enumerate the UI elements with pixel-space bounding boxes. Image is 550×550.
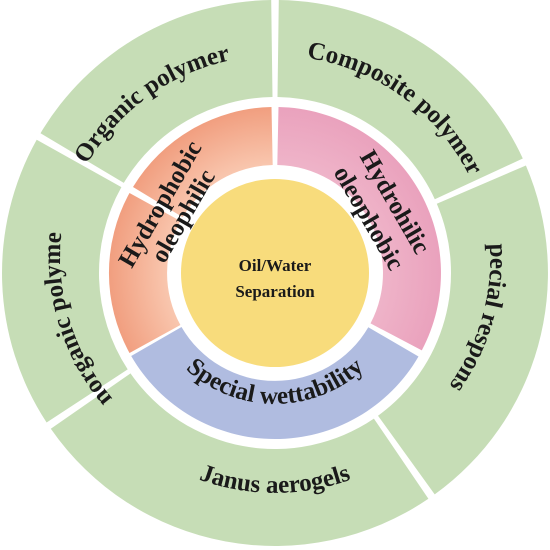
- center-label-line2: Separation: [235, 282, 315, 301]
- center-label-line1: Oil/Water: [239, 256, 312, 275]
- inner-segment-hydrophobic-lower: [108, 193, 181, 353]
- outer-segment-special-response: [378, 165, 548, 495]
- inner-segment-special-wettability: [131, 327, 419, 440]
- outer-segment-inorganic-polymer: [2, 139, 128, 423]
- inner-ring: [108, 107, 441, 440]
- outer-segment-janus-aerogels: [50, 373, 429, 546]
- outer-segment-organic-polymer: [40, 0, 273, 183]
- inner-segment-hydrohilic: [277, 107, 441, 351]
- center-circle: [181, 179, 369, 367]
- outer-segment-composite-polymer: [277, 0, 523, 200]
- inner-segment-hydrophobic: [133, 107, 273, 218]
